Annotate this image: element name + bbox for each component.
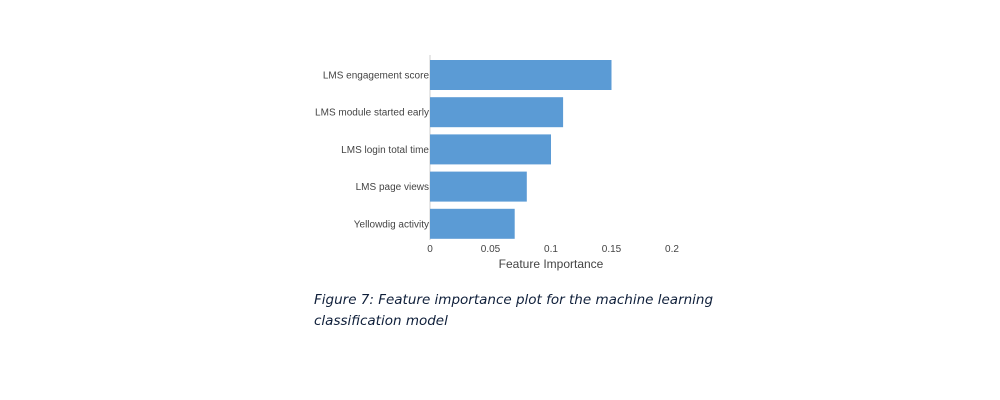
bars-group	[430, 60, 612, 239]
bar	[430, 134, 551, 165]
x-tick-label: 0.1	[544, 244, 558, 255]
x-tick-label: 0	[427, 244, 433, 255]
x-tick-label: 0.05	[481, 244, 501, 255]
x-tick-label: 0.2	[665, 244, 679, 255]
x-tick-labels: 0 0.05 0.1 0.15 0.2	[427, 244, 679, 255]
x-tick-label: 0.15	[602, 244, 622, 255]
figure-caption: Figure 7: Feature importance plot for th…	[314, 292, 714, 329]
bar	[430, 208, 515, 239]
bar	[430, 60, 612, 90]
category-label: LMS module started early	[315, 108, 429, 119]
category-label: Yellowdig activity	[354, 219, 429, 230]
x-axis-title: Feature Importance	[499, 257, 604, 271]
category-label: LMS engagement score	[323, 71, 430, 82]
bar	[430, 97, 564, 128]
category-label: LMS page views	[356, 182, 429, 193]
category-label: LMS login total time	[341, 145, 429, 156]
bar	[430, 171, 527, 202]
